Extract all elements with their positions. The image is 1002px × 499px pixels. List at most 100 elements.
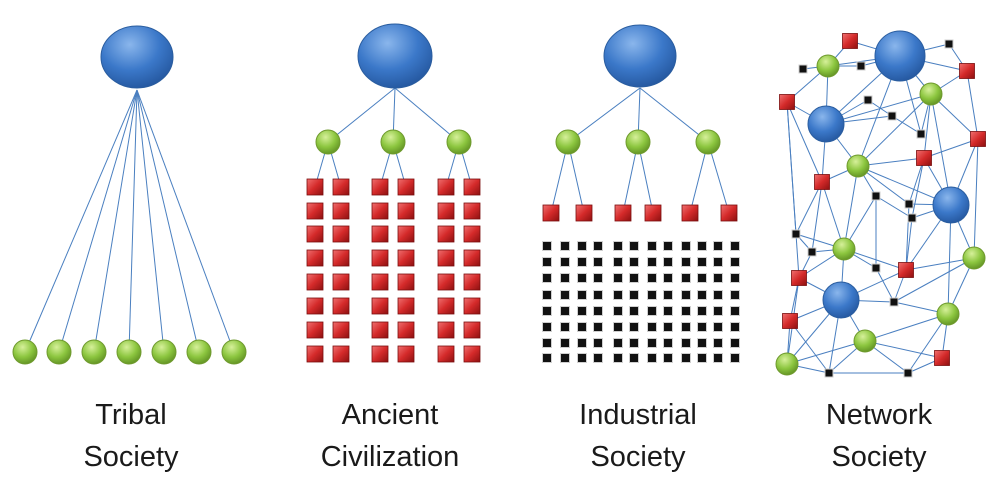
- green-node: [116, 339, 142, 365]
- connection-line: [905, 217, 913, 271]
- black-square-node: [629, 338, 639, 348]
- green-node: [936, 302, 960, 326]
- red-square-node: [916, 150, 932, 166]
- black-square-node: [577, 322, 587, 332]
- black-square-node: [629, 273, 639, 283]
- red-square-node: [463, 297, 481, 315]
- black-square-node: [903, 368, 913, 378]
- red-square-node: [437, 273, 455, 291]
- black-square-node: [697, 273, 707, 283]
- red-square-node: [791, 270, 807, 286]
- black-square-node: [613, 338, 623, 348]
- black-square-node: [647, 306, 657, 316]
- black-square-node: [697, 241, 707, 251]
- black-square-node: [629, 257, 639, 267]
- caption-line: Network: [825, 399, 933, 431]
- black-square-node: [887, 111, 897, 121]
- black-square-node: [730, 257, 740, 267]
- black-square-node: [663, 338, 673, 348]
- red-square-node: [463, 249, 481, 267]
- red-square-node: [898, 262, 914, 278]
- connection-line: [811, 181, 823, 253]
- red-square-node: [397, 225, 415, 243]
- black-square-node: [791, 229, 801, 239]
- black-square-node: [577, 273, 587, 283]
- red-square-node: [332, 202, 350, 220]
- black-square-node: [560, 257, 570, 267]
- connection-line: [136, 89, 200, 353]
- connection-line: [136, 89, 235, 353]
- connection-line: [966, 70, 979, 140]
- black-square-node: [697, 322, 707, 332]
- red-square-node: [371, 345, 389, 363]
- caption-line: Society: [83, 441, 179, 473]
- connection-line: [24, 89, 138, 353]
- black-square-node: [713, 353, 723, 363]
- black-square-node: [663, 306, 673, 316]
- red-square-node: [463, 345, 481, 363]
- black-square-node: [542, 273, 552, 283]
- green-node: [962, 246, 986, 270]
- green-node: [816, 54, 840, 78]
- black-square-node: [697, 257, 707, 267]
- black-square-node: [542, 353, 552, 363]
- black-square-node: [730, 322, 740, 332]
- green-node: [555, 129, 581, 155]
- green-node: [380, 129, 406, 155]
- black-square-node: [907, 213, 917, 223]
- black-square-node: [824, 368, 834, 378]
- connection-line: [128, 89, 138, 353]
- connection-line: [93, 89, 138, 353]
- connection-line: [923, 138, 979, 159]
- black-square-node: [613, 241, 623, 251]
- black-square-node: [613, 257, 623, 267]
- black-square-node: [542, 290, 552, 300]
- black-square-node: [713, 338, 723, 348]
- society-structure-diagram: [12, 23, 986, 378]
- red-square-node: [397, 178, 415, 196]
- connection-line: [58, 89, 138, 353]
- red-square-node: [644, 204, 662, 222]
- blue-node: [100, 25, 174, 89]
- black-square-node: [560, 241, 570, 251]
- black-square-node: [681, 306, 691, 316]
- red-square-node: [463, 202, 481, 220]
- black-square-node: [713, 273, 723, 283]
- black-square-node: [663, 353, 673, 363]
- red-square-node: [437, 321, 455, 339]
- black-square-node: [629, 290, 639, 300]
- red-square-node: [306, 249, 324, 267]
- black-square-node: [647, 338, 657, 348]
- green-node: [695, 129, 721, 155]
- black-square-node: [577, 306, 587, 316]
- black-square-node: [663, 290, 673, 300]
- black-square-node: [856, 61, 866, 71]
- black-square-node: [663, 257, 673, 267]
- caption-tribal-society: Tribal Society: [31, 394, 231, 478]
- caption-line: Ancient: [341, 399, 439, 431]
- red-square-node: [306, 297, 324, 315]
- black-square-node: [593, 290, 603, 300]
- black-square-node: [593, 273, 603, 283]
- black-square-node: [613, 322, 623, 332]
- caption-network-society: Network Society: [779, 394, 979, 478]
- connection-line: [857, 93, 932, 167]
- black-square-node: [577, 338, 587, 348]
- red-square-node: [306, 202, 324, 220]
- black-square-node: [593, 306, 603, 316]
- green-node: [81, 339, 107, 365]
- caption-line: Society: [590, 441, 686, 473]
- black-square-node: [681, 257, 691, 267]
- connection-line: [905, 257, 975, 271]
- red-square-node: [437, 225, 455, 243]
- connection-line: [327, 87, 396, 143]
- red-square-node: [437, 345, 455, 363]
- black-square-node: [713, 290, 723, 300]
- green-node: [315, 129, 341, 155]
- green-node: [625, 129, 651, 155]
- green-node: [12, 339, 38, 365]
- black-square-node: [542, 306, 552, 316]
- red-square-node: [959, 63, 975, 79]
- blue-node: [807, 105, 845, 143]
- black-square-node: [798, 64, 808, 74]
